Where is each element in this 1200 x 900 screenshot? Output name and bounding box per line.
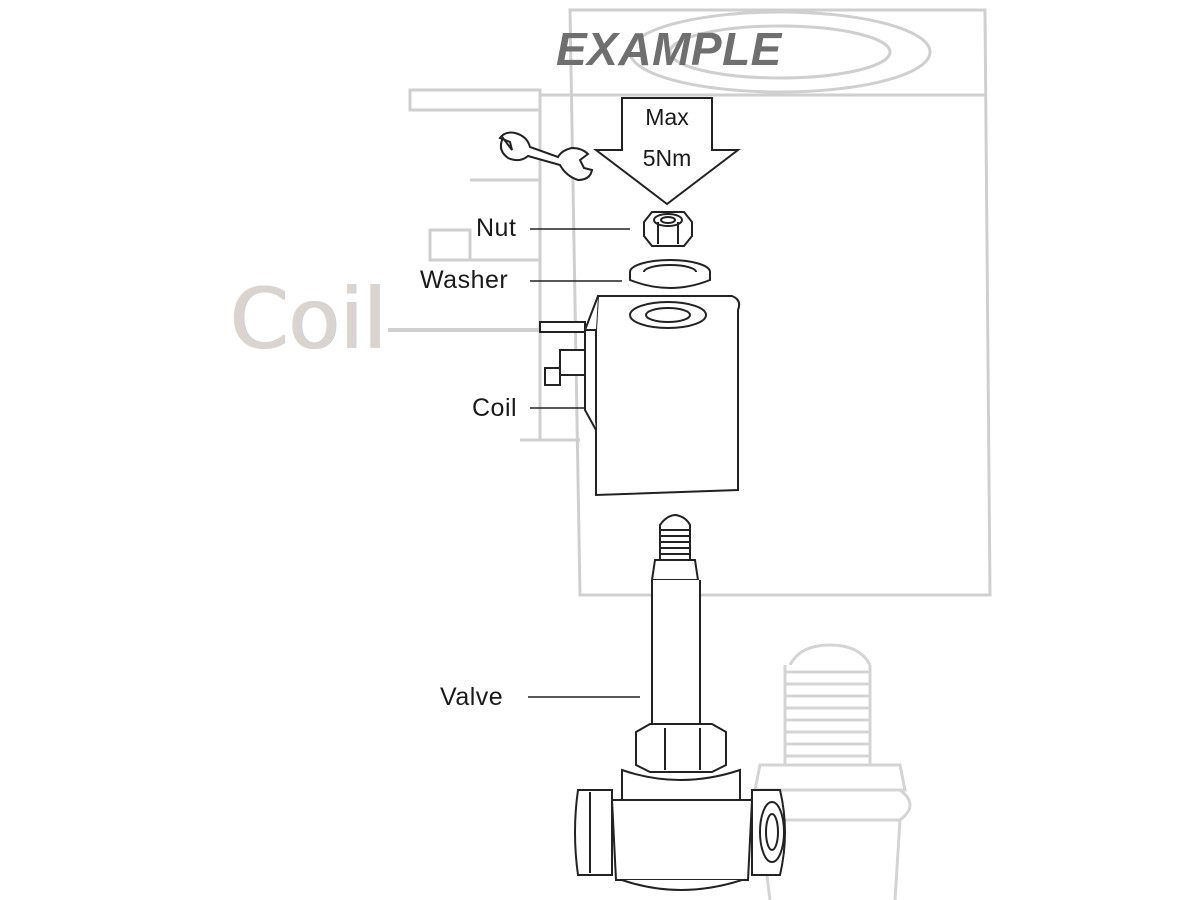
coil-label: Coil: [472, 394, 518, 422]
valve-label: Valve: [440, 683, 504, 711]
coil-part: [539, 295, 741, 497]
wrench-icon: [498, 131, 594, 182]
nut-label: Nut: [476, 214, 517, 242]
washer-part: [629, 259, 711, 289]
torque-value-label: 5Nm: [642, 145, 692, 171]
torque-max-label: Max: [645, 104, 689, 130]
valve-part: [574, 513, 786, 891]
example-watermark: EXAMPLE: [556, 23, 782, 75]
down-arrow-icon: [593, 97, 741, 206]
background-coil-drawing: [388, 8, 992, 597]
washer-label: Washer: [420, 266, 509, 294]
background-coil-label: Coil: [230, 270, 387, 368]
nut-part: [643, 211, 693, 247]
